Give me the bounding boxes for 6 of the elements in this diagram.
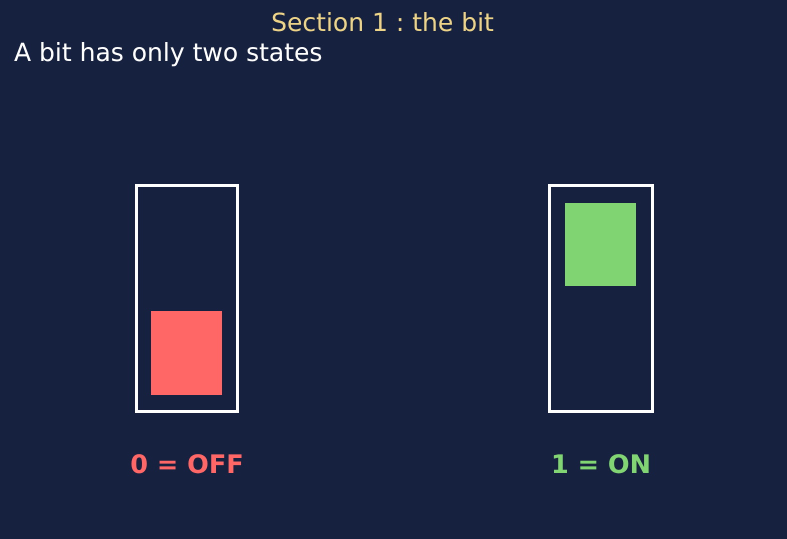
state-label: 0 = OFF [130,451,244,480]
state-label: 1 = ON [551,451,651,480]
subtitle: A bit has only two states [14,39,322,68]
toggle-switch [548,184,654,413]
title: Section 1 : the bit [271,9,494,38]
toggle-switch [135,184,239,413]
